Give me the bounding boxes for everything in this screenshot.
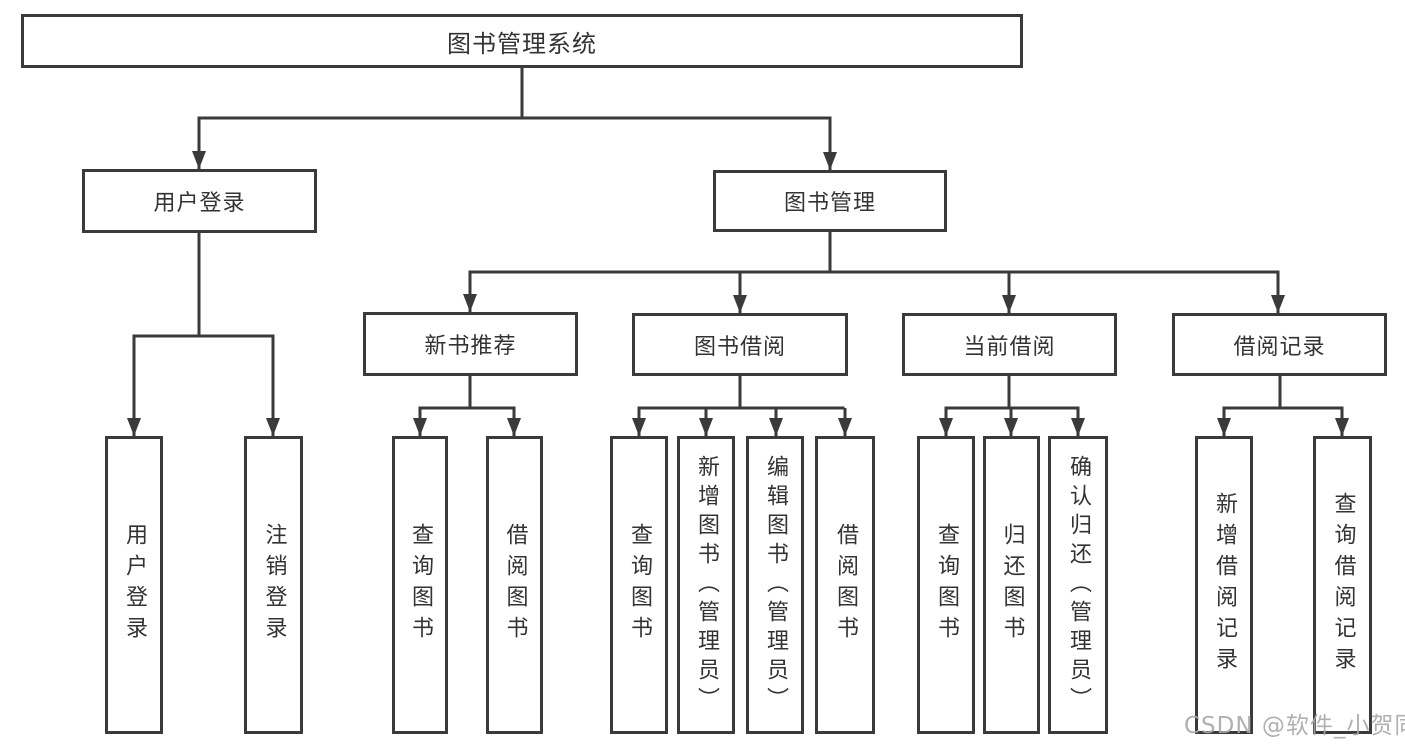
node-label: 当前借阅 — [963, 334, 1056, 360]
node-label: 查询图书 — [627, 523, 652, 647]
elbow-segments — [132, 68, 1344, 410]
node-label: 新增借阅记录 — [1212, 492, 1237, 678]
node-leaf-borrow-query-book: 查询图书 — [610, 436, 668, 734]
node-label: 借阅记录 — [1233, 334, 1326, 360]
node-label: 查询借阅记录 — [1330, 492, 1356, 678]
node-leaf-user-login: 用户登录 — [105, 436, 163, 734]
node-label: 用户登录 — [153, 191, 246, 216]
node-book-management: 图书管理 — [713, 170, 947, 232]
node-label: 确认归还（管理员） — [1066, 454, 1091, 716]
node-current-borrowing: 当前借阅 — [902, 313, 1117, 376]
node-book-borrowing: 图书借阅 — [632, 313, 848, 376]
arrow-segments — [127, 118, 1349, 436]
node-label: 图书借阅 — [693, 334, 786, 360]
node-leaf-edit-book-admin: 编辑图书（管理员） — [746, 436, 804, 734]
node-label: 新书推荐 — [424, 334, 517, 359]
node-label: 查询图书 — [408, 523, 433, 647]
node-borrowing-records: 借阅记录 — [1172, 313, 1387, 376]
node-leaf-add-book-admin: 新增图书（管理员） — [677, 436, 735, 734]
node-leaf-rec-borrow-book: 借阅图书 — [486, 436, 543, 734]
node-leaf-query-borrow-record: 查询借阅记录 — [1313, 436, 1372, 734]
node-new-book-recommend: 新书推荐 — [363, 312, 578, 376]
node-leaf-logout: 注销登录 — [244, 436, 303, 734]
node-label: 归还图书 — [999, 523, 1025, 647]
node-leaf-current-query-book: 查询图书 — [917, 436, 975, 734]
node-label: 用户登录 — [122, 523, 147, 647]
node-leaf-confirm-return-admin: 确认归还（管理员） — [1048, 436, 1108, 734]
node-label: 借阅图书 — [833, 523, 858, 647]
node-leaf-rec-query-book: 查询图书 — [392, 436, 448, 734]
node-label: 编辑图书（管理员） — [763, 454, 788, 716]
node-leaf-add-borrow-record: 新增借阅记录 — [1195, 436, 1253, 734]
node-leaf-return-book: 归还图书 — [983, 436, 1040, 734]
node-user-login: 用户登录 — [82, 169, 317, 233]
node-label: 查询图书 — [934, 523, 959, 647]
node-label: 图书管理 — [783, 191, 876, 216]
node-label: 图书管理系统 — [447, 29, 597, 58]
csdn-watermark: CSDN @软件_小贺同学 — [1184, 713, 1405, 739]
node-leaf-borrow-book: 借阅图书 — [815, 436, 875, 734]
node-label: 借阅图书 — [502, 523, 528, 647]
node-label: 新增图书（管理员） — [694, 454, 719, 716]
node-label: 注销登录 — [261, 523, 287, 647]
node-library-system: 图书管理系统 — [21, 14, 1023, 68]
